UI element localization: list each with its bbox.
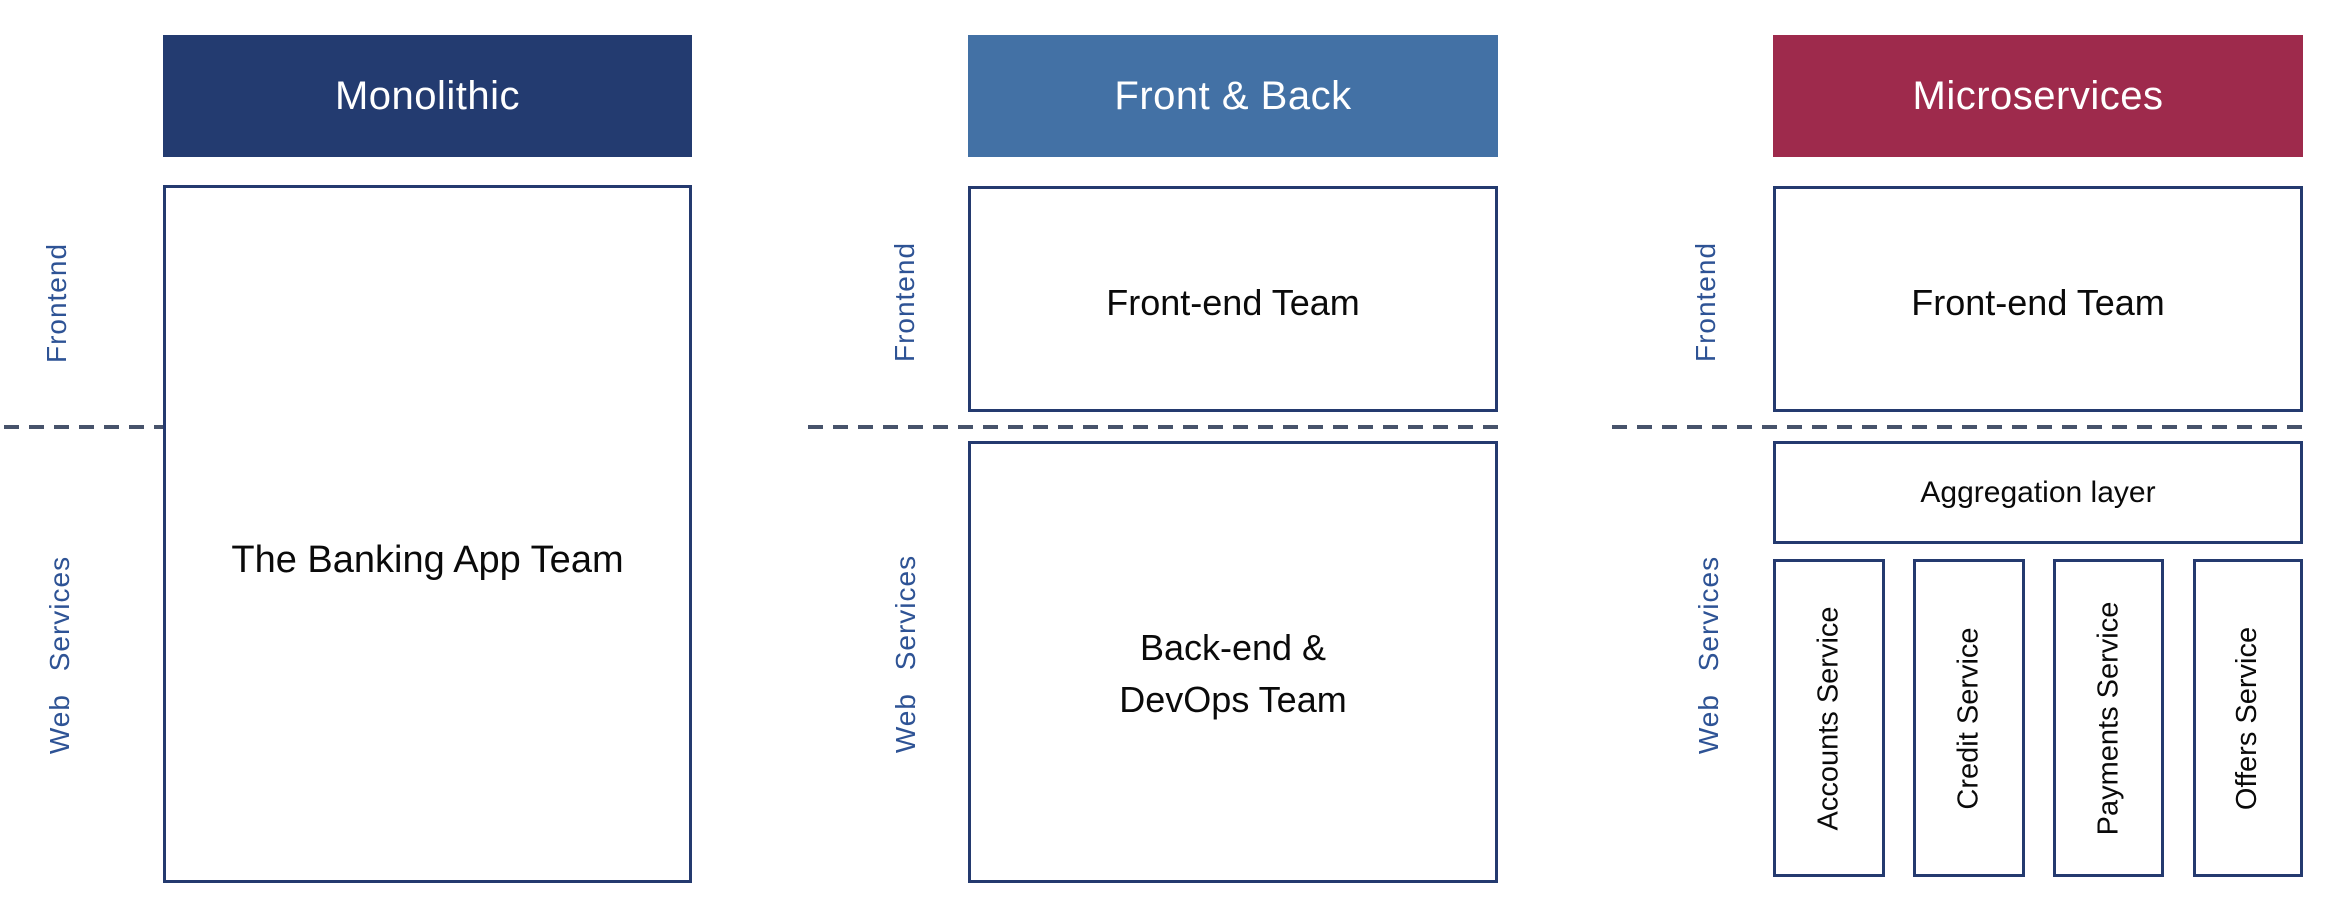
header-microservices: Microservices: [1773, 35, 2303, 157]
payments-service-box: Payments Service: [2053, 559, 2164, 877]
header-monolithic: Monolithic: [163, 35, 692, 157]
credit-service-label: Credit Service: [1952, 626, 1985, 810]
frontend-team-label-col3: Front-end Team: [1911, 282, 2165, 323]
lane-label-frontend-col2: Frontend: [889, 241, 920, 363]
frontend-team-box-col2: Front-end Team: [968, 186, 1498, 412]
banking-app-team-label: The Banking App Team: [231, 538, 624, 581]
frontend-team-box-col3: Front-end Team: [1773, 186, 2303, 412]
lane-label-web-services-col2: Web Services: [890, 554, 921, 754]
lane-divider-dashed-right: [1612, 425, 2303, 429]
offers-service-label: Offers Service: [2231, 626, 2264, 810]
aggregation-layer-box: Aggregation layer: [1773, 441, 2303, 544]
lane-label-frontend-col1: Frontend: [41, 242, 72, 364]
header-front-and-back: Front & Back: [968, 35, 1498, 157]
banking-app-team-box: The Banking App Team: [163, 185, 692, 883]
frontend-team-label-col2: Front-end Team: [1106, 282, 1360, 323]
credit-service-box: Credit Service: [1913, 559, 2025, 877]
payments-service-label: Payments Service: [2092, 601, 2125, 835]
accounts-service-box: Accounts Service: [1773, 559, 1885, 877]
accounts-service-label: Accounts Service: [1812, 605, 1845, 831]
lane-label-web-services-col1: Web Services: [44, 555, 75, 755]
aggregation-layer-label: Aggregation layer: [1920, 475, 2156, 509]
lane-divider-dashed-middle: [808, 425, 1498, 429]
backend-devops-team-label: Back-end & DevOps Team: [1119, 626, 1347, 720]
lane-label-web-services-col3: Web Services: [1693, 555, 1724, 755]
offers-service-box: Offers Service: [2193, 559, 2303, 877]
lane-divider-dashed-left: [4, 425, 163, 429]
backend-devops-team-box: Back-end & DevOps Team: [968, 441, 1498, 883]
lane-label-frontend-col3: Frontend: [1690, 241, 1721, 363]
